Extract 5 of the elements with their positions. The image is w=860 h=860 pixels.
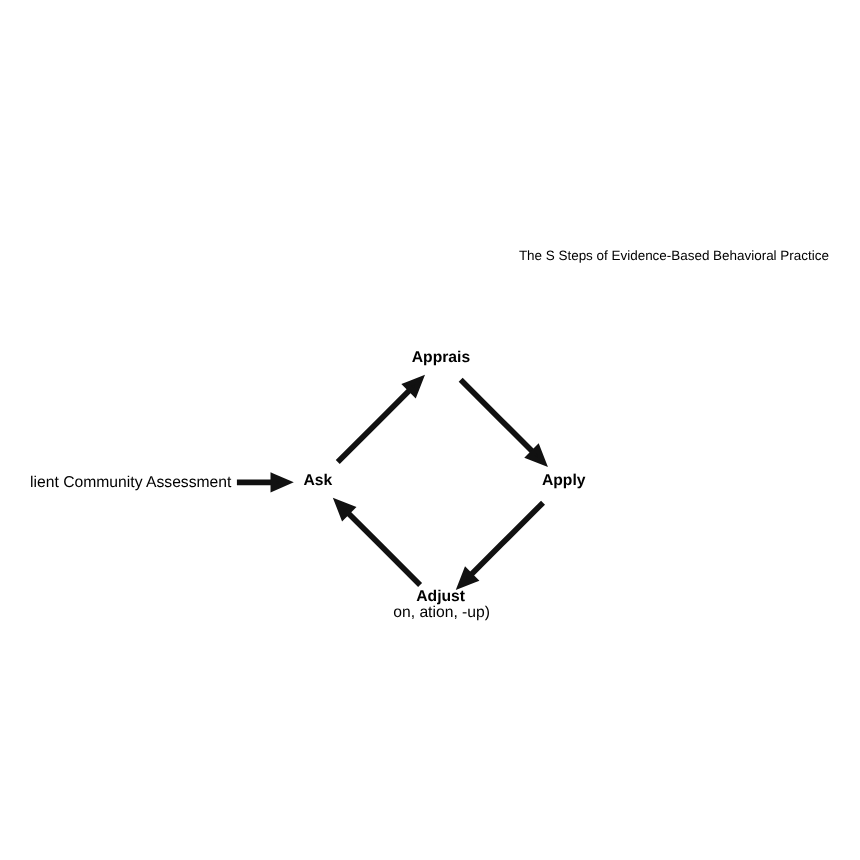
arrow xyxy=(458,376,548,466)
arrow xyxy=(236,471,294,492)
arrow xyxy=(332,496,423,586)
arrow xyxy=(335,373,425,464)
arrow xyxy=(455,499,545,589)
